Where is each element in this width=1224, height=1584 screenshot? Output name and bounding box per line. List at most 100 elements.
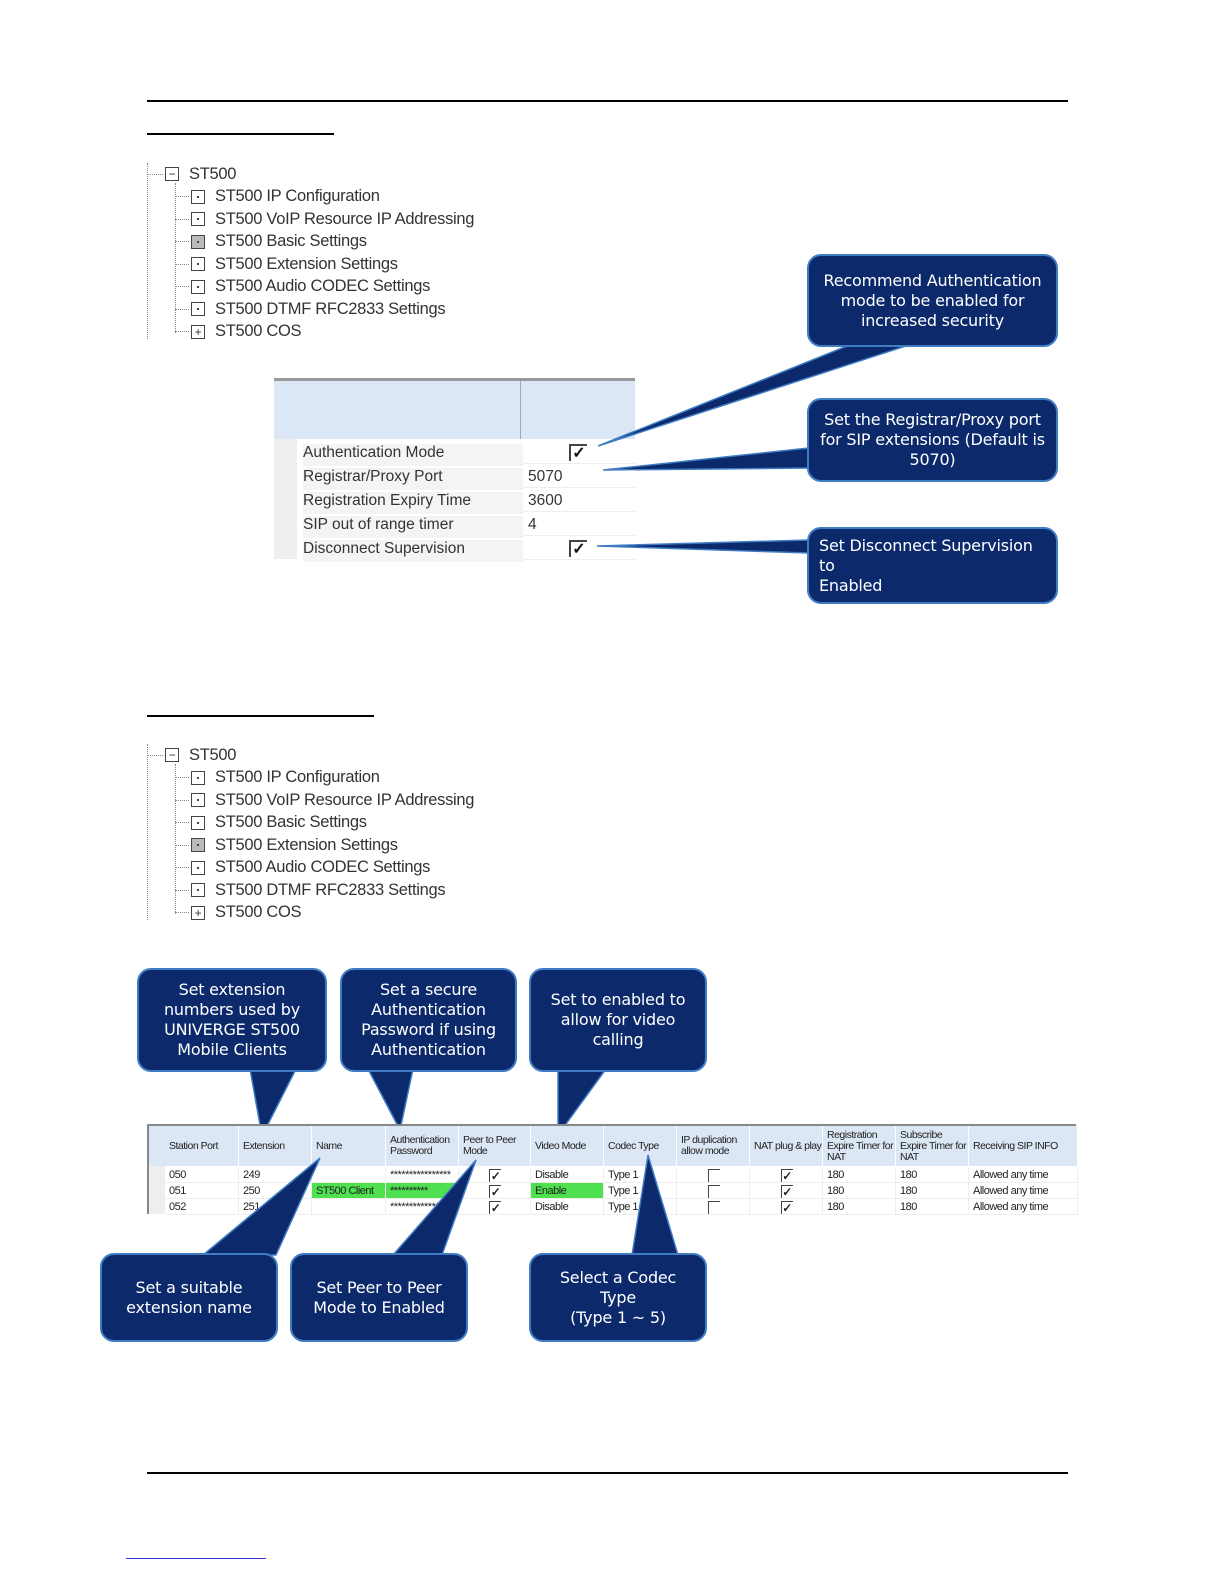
- checkbox[interactable]: ✓: [569, 444, 587, 462]
- table-cell-video[interactable]: Disable: [531, 1167, 604, 1183]
- table-cell-reg[interactable]: 180: [823, 1199, 896, 1215]
- column-header[interactable]: Video Mode: [531, 1126, 604, 1166]
- column-header[interactable]: IP duplication allow mode: [677, 1126, 750, 1166]
- column-header[interactable]: Name: [312, 1126, 386, 1166]
- collapse-icon[interactable]: −: [165, 167, 179, 181]
- checkbox[interactable]: ✓: [489, 1201, 501, 1215]
- column-header[interactable]: Peer to Peer Mode: [459, 1126, 531, 1166]
- tree-node[interactable]: ST500 Audio CODEC Settings: [175, 276, 430, 298]
- table-cell-ipdup[interactable]: [677, 1167, 750, 1183]
- table-cell-p2p[interactable]: ✓: [459, 1167, 531, 1183]
- checkbox[interactable]: ✓: [569, 540, 587, 558]
- column-header[interactable]: Codec Type: [604, 1126, 677, 1166]
- setting-label: Registration Expiry Time: [303, 492, 471, 509]
- leaf-node-icon: [191, 189, 205, 204]
- column-header[interactable]: Subscribe Expire Timer for NAT: [896, 1126, 969, 1166]
- table-cell-codec[interactable]: Type 1: [604, 1199, 677, 1215]
- table-cell-sip[interactable]: Allowed any time: [969, 1183, 1078, 1199]
- table-cell-sub[interactable]: 180: [896, 1167, 969, 1183]
- column-header[interactable]: NAT plug & play: [750, 1126, 823, 1166]
- settings-row: Disconnect Supervision✓: [297, 537, 635, 562]
- table-cell-ext[interactable]: 251: [239, 1199, 312, 1215]
- table-cell-p2p[interactable]: ✓: [459, 1199, 531, 1215]
- tree-node[interactable]: ST500 DTMF RFC2833 Settings: [175, 298, 446, 320]
- leaf-node-icon: [191, 212, 205, 226]
- tree-node[interactable]: ST500 VoIP Resource IP Addressing: [175, 208, 474, 230]
- leaf-node-icon: [191, 279, 205, 294]
- checkbox[interactable]: ✓: [780, 1201, 793, 1215]
- tree-node[interactable]: ST500 VoIP Resource IP Addressing: [175, 789, 474, 811]
- table-cell-ext[interactable]: 249: [239, 1167, 312, 1183]
- table-cell-name[interactable]: [312, 1199, 386, 1215]
- table-cell-password[interactable]: ****************: [386, 1199, 459, 1215]
- setting-value-field[interactable]: 5070: [528, 468, 563, 485]
- tree-node[interactable]: ST500 Audio CODEC Settings: [175, 857, 430, 879]
- tree-node[interactable]: +ST500 COS: [175, 321, 302, 343]
- tree-node-label: ST500 Extension Settings: [215, 835, 398, 854]
- tree-node-root[interactable]: −ST500: [147, 744, 236, 766]
- setting-value-field[interactable]: 3600: [528, 492, 563, 509]
- tree-node-label: ST500 DTMF RFC2833 Settings: [215, 880, 446, 899]
- checkbox[interactable]: ✓: [489, 1169, 501, 1183]
- table-cell-nat[interactable]: ✓: [750, 1167, 823, 1183]
- leaf-node-icon: [191, 883, 205, 897]
- table-cell-codec[interactable]: Type 1: [604, 1183, 677, 1199]
- footer-rule: [147, 1472, 1068, 1474]
- table-cell-codec[interactable]: Type 1: [604, 1167, 677, 1183]
- checkbox[interactable]: [707, 1185, 720, 1198]
- basic-settings-panel: Authentication Mode✓Registrar/Proxy Port…: [274, 378, 635, 562]
- column-header[interactable]: Registration Expire Timer for NAT: [823, 1126, 896, 1166]
- checkbox[interactable]: ✓: [780, 1185, 793, 1199]
- tree-node[interactable]: ST500 Basic Settings: [175, 231, 367, 253]
- column-header[interactable]: Receiving SIP INFO: [969, 1126, 1078, 1166]
- table-cell-name[interactable]: ST500 Client: [312, 1183, 386, 1199]
- settings-row: Registration Expiry Time 3600: [297, 489, 635, 514]
- tree-node[interactable]: ST500 Extension Settings: [175, 834, 398, 856]
- checkbox[interactable]: [707, 1201, 720, 1214]
- table-cell-reg[interactable]: 180: [823, 1183, 896, 1199]
- tree-node-label: ST500: [189, 745, 237, 764]
- column-header[interactable]: Extension: [239, 1126, 312, 1166]
- table-cell-sip[interactable]: Allowed any time: [969, 1167, 1078, 1183]
- table-cell-video[interactable]: Enable: [531, 1183, 604, 1199]
- table-cell-p2p[interactable]: ✓: [459, 1183, 531, 1199]
- table-cell-password[interactable]: ****************: [386, 1167, 459, 1183]
- header-rule: [147, 100, 1068, 102]
- leaf-node-icon: [191, 815, 205, 830]
- table-cell-video[interactable]: Disable: [531, 1199, 604, 1215]
- tree-node[interactable]: ST500 IP Configuration: [175, 767, 380, 789]
- table-cell-reg[interactable]: 180: [823, 1167, 896, 1183]
- setting-value-field[interactable]: 4: [528, 516, 537, 533]
- table-cell-ipdup[interactable]: [677, 1183, 750, 1199]
- collapse-icon[interactable]: −: [165, 748, 179, 762]
- table-cell-sip[interactable]: Allowed any time: [969, 1199, 1078, 1215]
- expand-icon[interactable]: +: [191, 905, 205, 920]
- checkbox[interactable]: ✓: [780, 1169, 793, 1183]
- leaf-node-icon: [191, 860, 205, 875]
- tree-node[interactable]: ST500 DTMF RFC2833 Settings: [175, 879, 446, 901]
- column-header[interactable]: Station Port: [165, 1126, 239, 1166]
- callout-password: Set a secure Authentication Password if …: [340, 968, 517, 1072]
- table-cell-password[interactable]: **********: [386, 1183, 459, 1199]
- checkbox[interactable]: ✓: [489, 1185, 501, 1199]
- expand-icon[interactable]: +: [191, 324, 205, 339]
- checkbox[interactable]: [707, 1169, 720, 1182]
- tree-node-root[interactable]: −ST500: [147, 163, 236, 185]
- tree-node[interactable]: ST500 Basic Settings: [175, 812, 367, 834]
- table-cell-sub[interactable]: 180: [896, 1199, 969, 1215]
- tree-node-label: ST500 VoIP Resource IP Addressing: [215, 209, 475, 228]
- table-cell-ext[interactable]: 250: [239, 1183, 312, 1199]
- table-cell-sub[interactable]: 180: [896, 1183, 969, 1199]
- tree-node[interactable]: +ST500 COS: [175, 902, 302, 924]
- tree-node[interactable]: ST500 Extension Settings: [175, 253, 398, 275]
- column-header[interactable]: Authentication Password: [386, 1126, 459, 1166]
- table-cell-ipdup[interactable]: [677, 1199, 750, 1215]
- table-cell-nat[interactable]: ✓: [750, 1183, 823, 1199]
- table-cell-name[interactable]: [312, 1167, 386, 1183]
- callout-peer-to-peer: Set Peer to Peer Mode to Enabled: [290, 1253, 468, 1342]
- table-cell-nat[interactable]: ✓: [750, 1199, 823, 1215]
- tree-node[interactable]: ST500 IP Configuration: [175, 186, 380, 208]
- table-cell-port: 052: [165, 1199, 239, 1215]
- leaf-node-icon: [191, 302, 205, 316]
